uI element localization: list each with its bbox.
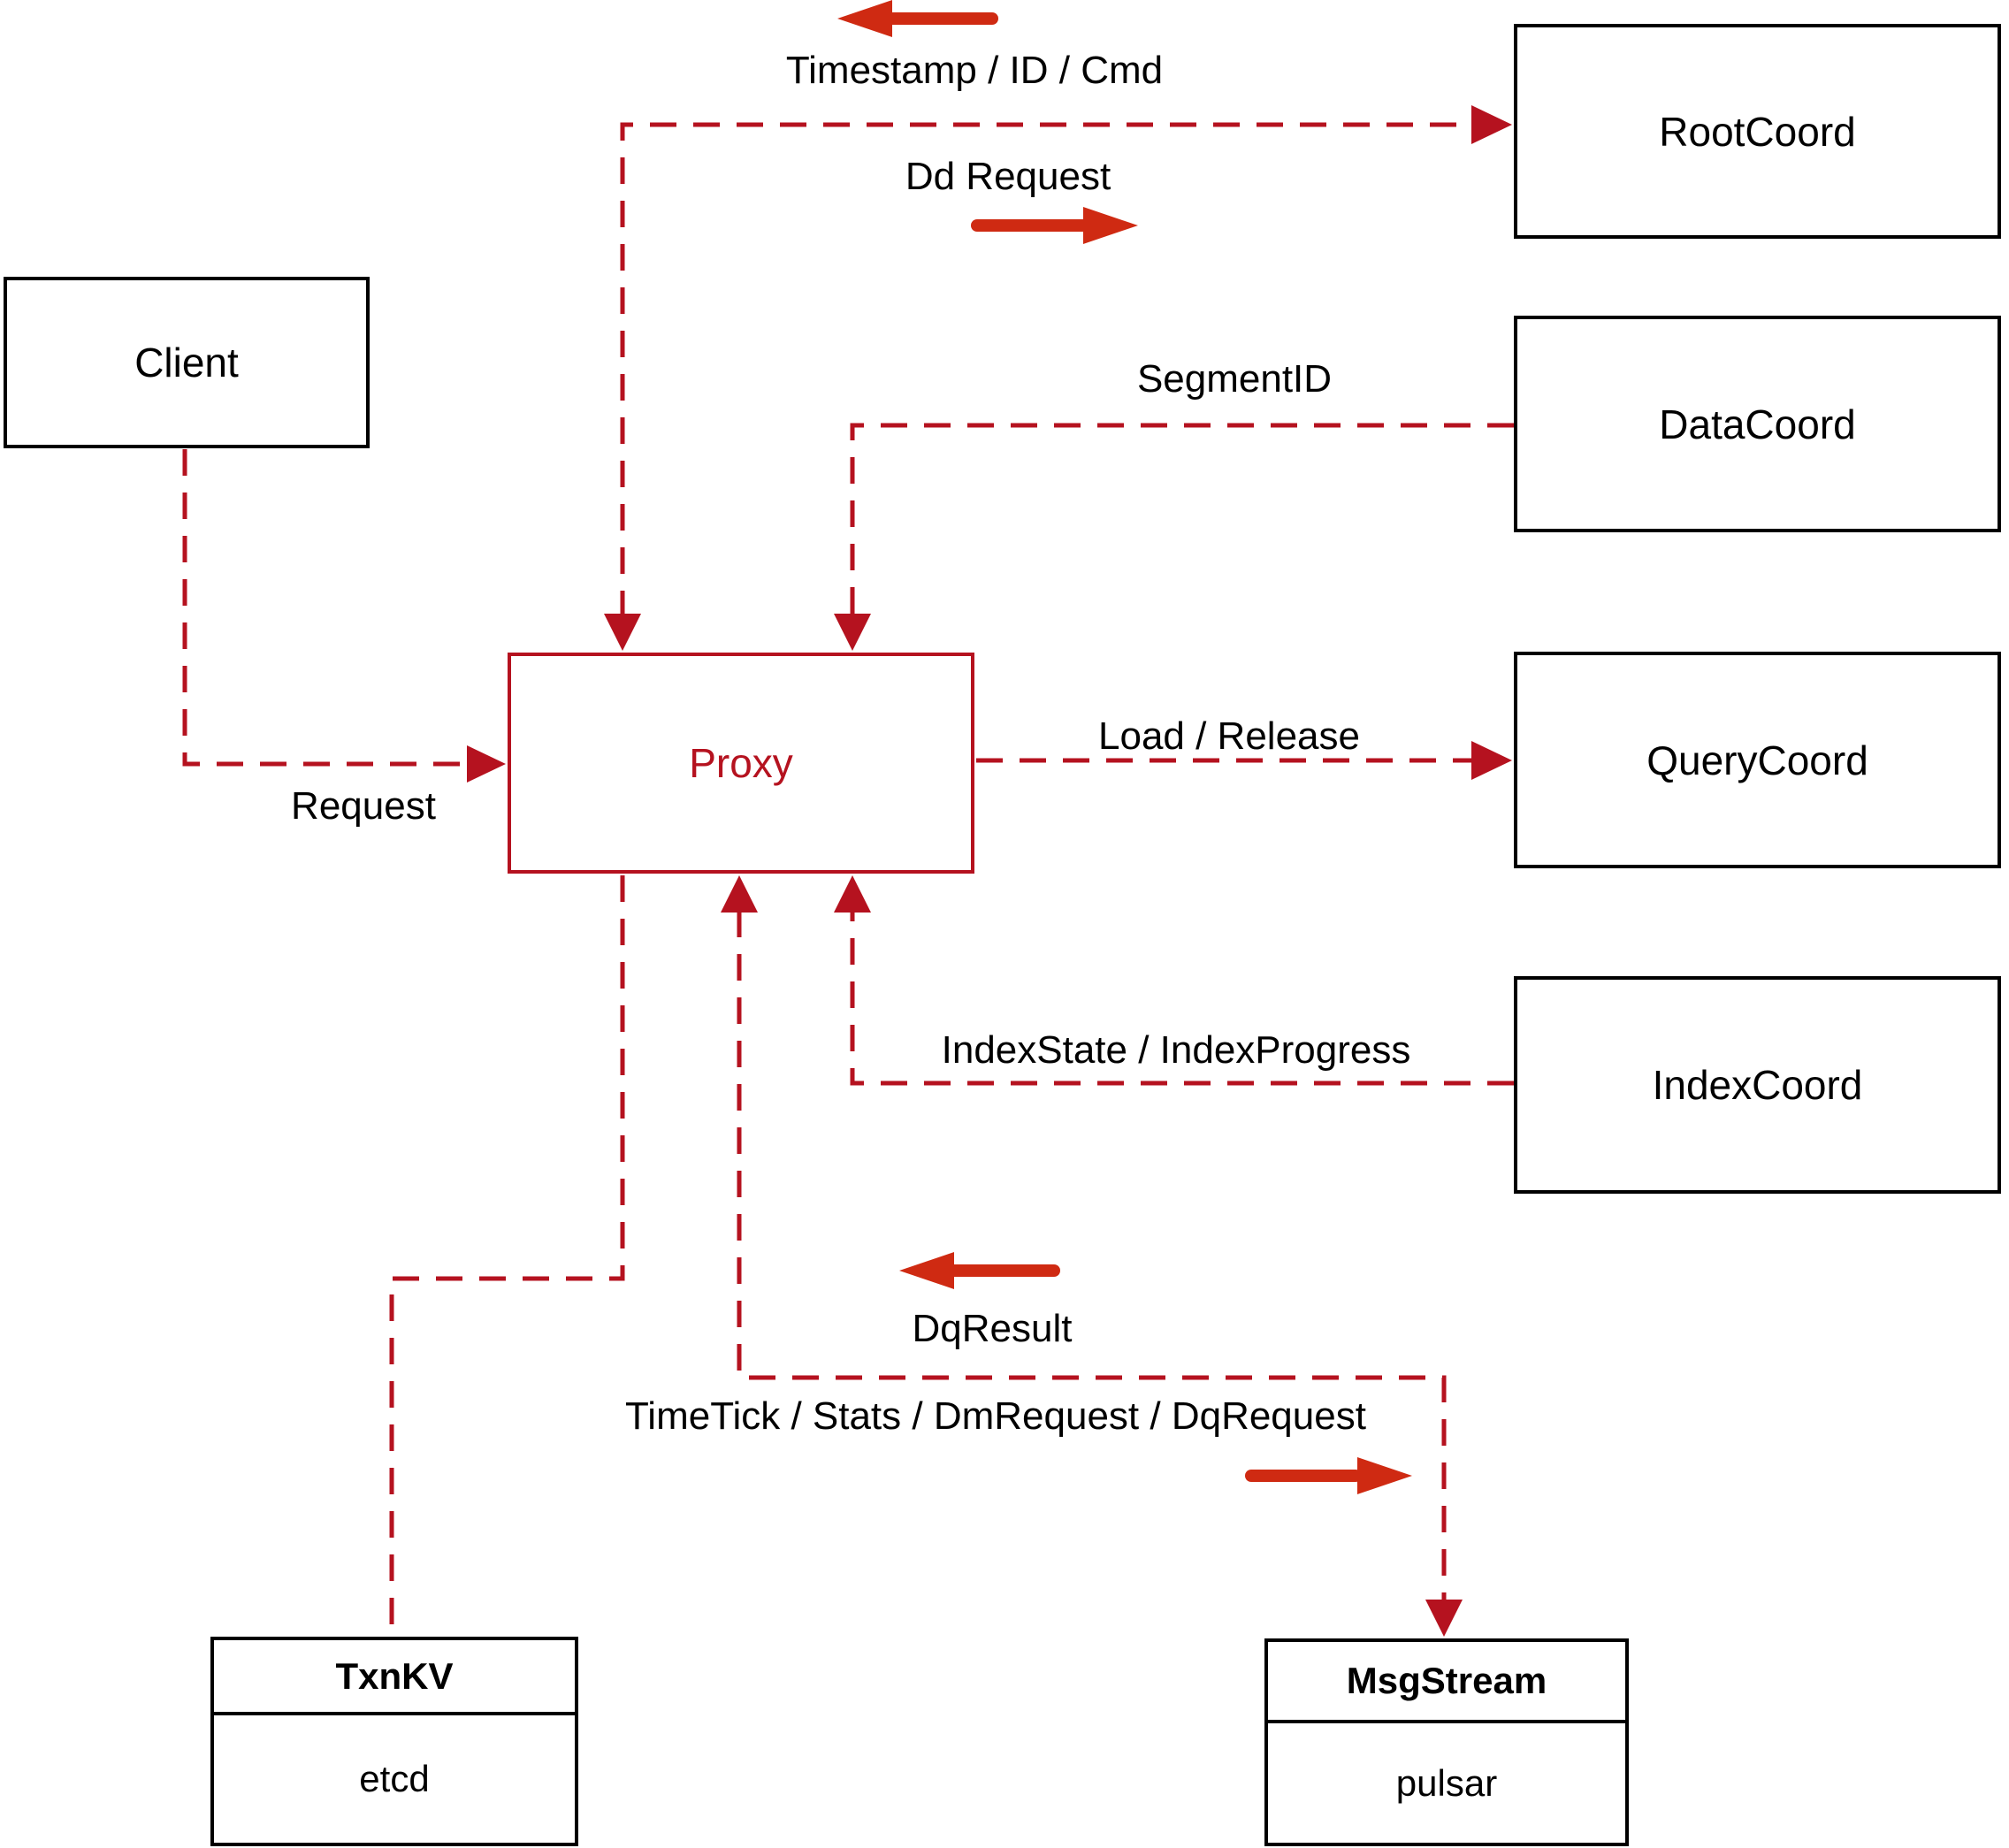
edge-proxy-msgstream [721,875,1463,1637]
edge-label-dd-request: Dd Request [905,155,1111,198]
node-msgstream-title: MsgStream [1268,1642,1625,1723]
direction-arrow-left-dqresult-icon [899,1252,1060,1289]
direction-arrow-right-dd-request-icon [971,207,1138,244]
node-datacoord: DataCoord [1514,316,2001,532]
node-txnkv-title: TxnKV [214,1640,575,1715]
edge-client-proxy [182,449,506,783]
arrowhead-into-proxy-top-left-icon [604,614,641,651]
node-rootcoord-label: RootCoord [1659,108,1856,155]
node-indexcoord-label: IndexCoord [1652,1062,1863,1108]
edge-label-request: Request [291,784,436,828]
node-msgstream-subtitle: pulsar [1395,1761,1498,1804]
edge-label-dq-result: DqResult [912,1307,1073,1350]
arrowhead-into-proxy-top-right-icon [834,614,871,651]
edge-label-load-release: Load / Release [1098,714,1360,758]
node-indexcoord: IndexCoord [1514,976,2001,1194]
edge-label-index-state-progress: IndexState / IndexProgress [941,1028,1411,1072]
arrowhead-into-proxy-left-icon [467,745,506,783]
edge-proxy-txnkv [389,875,625,1635]
arrowhead-into-rootcoord-icon [1471,105,1512,144]
node-proxy-label: Proxy [689,740,793,786]
node-querycoord-label: QueryCoord [1646,737,1868,783]
node-client-label: Client [134,340,239,386]
node-datacoord-label: DataCoord [1659,401,1856,447]
arrowhead-into-proxy-bottom-left-icon [721,875,758,913]
node-rootcoord: RootCoord [1514,24,2001,239]
direction-arrow-left-timestamp-icon [837,0,998,37]
edge-datacoord-proxy [834,423,1514,651]
edge-label-timestamp-id-cmd: Timestamp / ID / Cmd [785,49,1164,92]
edge-label-timetick-stats: TimeTick / Stats / DmRequest / DqRequest [625,1394,1366,1438]
node-txnkv: TxnKV etcd [210,1637,578,1846]
arrowhead-into-msgstream-icon [1425,1600,1463,1637]
direction-arrow-right-dqrequest-icon [1245,1457,1412,1494]
node-client: Client [4,277,370,448]
node-msgstream: MsgStream pulsar [1264,1638,1629,1846]
node-txnkv-subtitle: etcd [359,1758,430,1799]
arrowhead-into-querycoord-icon [1471,741,1512,780]
edge-indexcoord-proxy [834,875,1514,1086]
node-querycoord: QueryCoord [1514,652,2001,868]
edge-label-segment-id: SegmentID [1136,357,1333,401]
edge-proxy-querycoord [976,741,1512,780]
edge-proxy-rootcoord [604,105,1512,651]
arrowhead-into-proxy-bottom-right-icon [834,875,871,913]
node-proxy: Proxy [508,653,974,874]
